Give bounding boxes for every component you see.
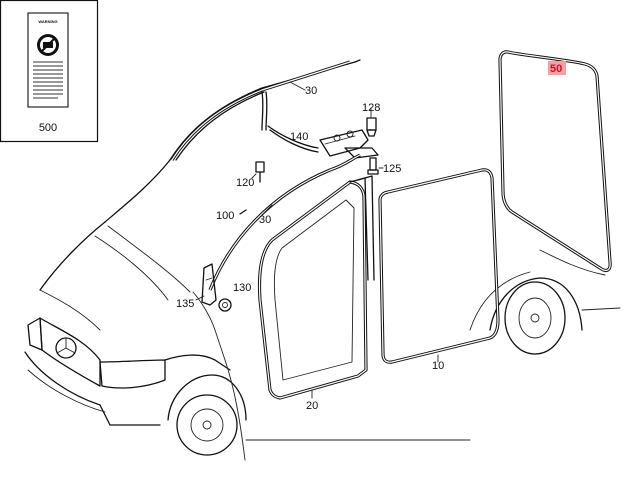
part-140-rod: 140	[267, 125, 319, 153]
part-10-sliding-door-seal: 10	[349, 168, 500, 372]
label-100: 100	[216, 210, 234, 222]
inset-box: WARNING 500	[0, 0, 99, 143]
warning-label-text: WARNING	[38, 19, 57, 24]
part-30-roof-strip: 30	[170, 60, 351, 161]
label-500: 500	[39, 122, 57, 134]
part-120-bolt: 120	[236, 161, 265, 189]
rear-wheel	[504, 281, 566, 355]
part-130-grommet: 130	[218, 282, 251, 312]
label-50-highlight	[548, 61, 566, 75]
label-135: 135	[176, 298, 194, 310]
part-125-bolt: 125	[367, 157, 401, 175]
label-30-lower: 30	[259, 214, 271, 226]
label-130: 130	[233, 282, 251, 294]
label-10: 10	[432, 360, 444, 372]
front-wheel	[176, 394, 238, 456]
part-128-bolt: 128	[362, 102, 380, 137]
part-50-rear-door-seal: 50	[498, 50, 612, 273]
part-100-cable: 100	[216, 209, 247, 222]
label-128: 128	[362, 102, 380, 114]
part-135-bracket: 135	[176, 263, 217, 310]
label-120: 120	[236, 177, 254, 189]
label-30-top: 30	[305, 85, 317, 97]
part-door-rail-mechanism	[319, 129, 379, 159]
label-140: 140	[290, 131, 308, 143]
warning-label-sticker: WARNING	[27, 12, 69, 108]
label-125: 125	[383, 163, 401, 175]
part-20-door-seal: 20	[257, 180, 368, 412]
vehicle-outline	[24, 59, 621, 461]
label-20: 20	[306, 400, 318, 412]
label-50: 50	[550, 63, 562, 75]
part-30-lower-strip: 30	[208, 153, 361, 291]
